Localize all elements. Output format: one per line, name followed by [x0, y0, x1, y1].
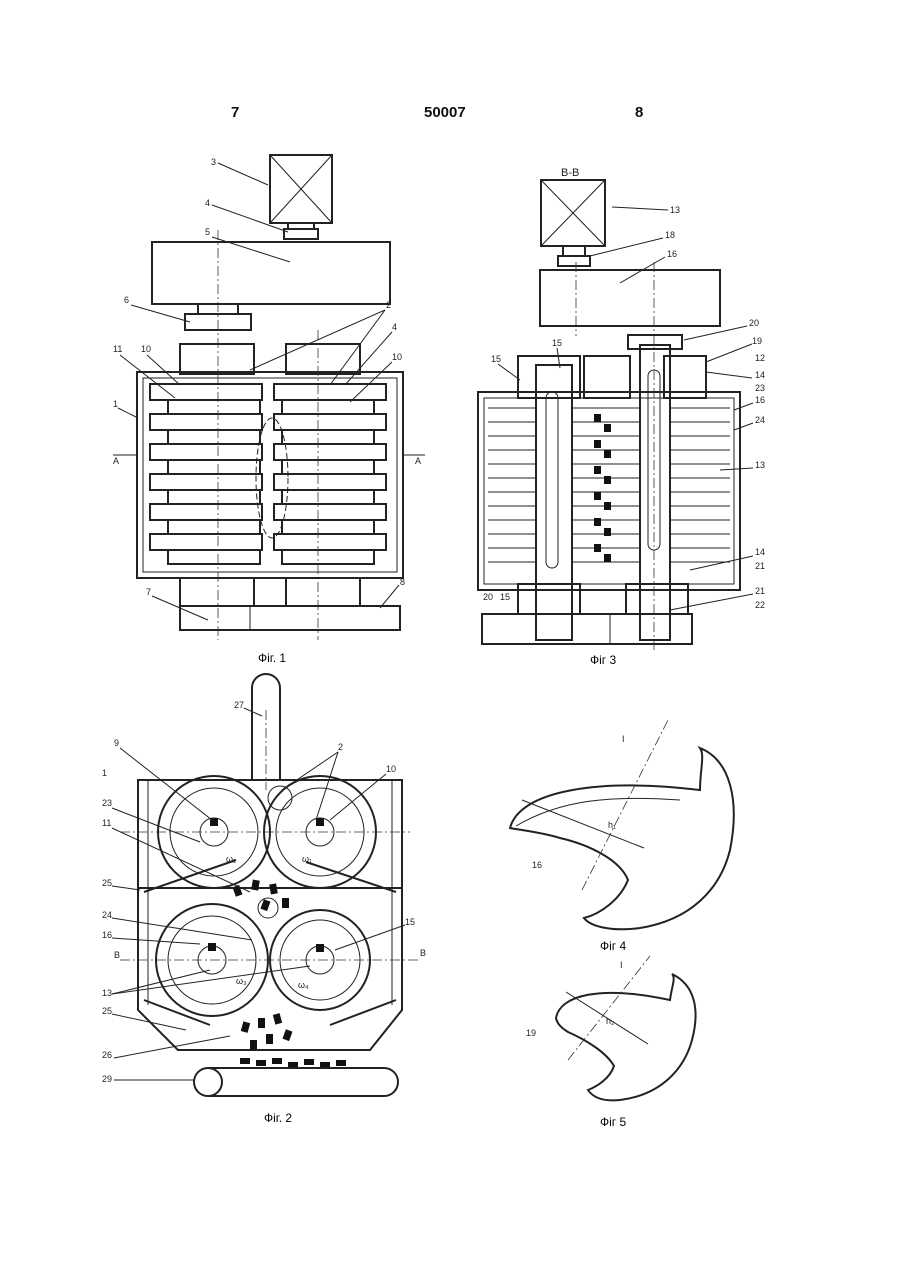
svg-text:19: 19 — [752, 336, 762, 346]
svg-text:26: 26 — [102, 1050, 112, 1060]
base-plate — [180, 606, 400, 630]
svg-text:A: A — [113, 456, 119, 466]
figure-2-caption: Фіг. 2 — [264, 1111, 292, 1125]
svg-text:19: 19 — [526, 1028, 536, 1038]
svg-text:13: 13 — [755, 460, 765, 470]
svg-text:I: I — [622, 734, 625, 744]
svg-text:4: 4 — [205, 198, 210, 208]
svg-text:27: 27 — [234, 700, 244, 710]
svg-text:23: 23 — [102, 798, 112, 808]
svg-text:15: 15 — [405, 917, 415, 927]
section-title: В-В — [561, 167, 579, 179]
svg-text:ω₄: ω₄ — [298, 980, 309, 990]
svg-text:25: 25 — [102, 1006, 112, 1016]
svg-text:9: 9 — [114, 738, 119, 748]
svg-text:2: 2 — [338, 742, 343, 752]
gearbox — [152, 242, 390, 304]
svg-text:ω₂: ω₂ — [226, 854, 237, 864]
svg-text:3: 3 — [211, 157, 216, 167]
figure-3-drawing: 13 18 16 20 19 12 14 23 16 24 13 14 21 2… — [478, 167, 765, 650]
svg-text:7: 7 — [146, 587, 151, 597]
figure-4-caption: Фіг 4 — [600, 939, 627, 953]
svg-text:B: B — [420, 948, 426, 958]
svg-text:6: 6 — [124, 295, 129, 305]
svg-text:16: 16 — [532, 860, 542, 870]
figure-1-caption: Фіг. 1 — [258, 651, 286, 665]
svg-text:21: 21 — [755, 586, 765, 596]
svg-text:11: 11 — [113, 344, 122, 354]
svg-text:20: 20 — [483, 592, 493, 602]
figure-4-drawing: I h₁ 16 — [510, 720, 734, 929]
svg-text:29: 29 — [102, 1074, 112, 1084]
svg-text:23: 23 — [755, 383, 765, 393]
figure-1-drawing: 3 4 5 6 2 11 10 4 10 1 A A 8 7 — [113, 155, 425, 640]
svg-text:15: 15 — [500, 592, 510, 602]
svg-text:25: 25 — [102, 878, 112, 888]
disc-stack-left — [150, 384, 262, 564]
svg-text:16: 16 — [102, 930, 112, 940]
svg-text:13: 13 — [670, 205, 680, 215]
coupling — [284, 229, 318, 239]
svg-text:22: 22 — [755, 600, 765, 610]
chips — [232, 880, 346, 1068]
svg-text:5: 5 — [205, 227, 210, 237]
svg-text:14: 14 — [755, 370, 765, 380]
svg-text:18: 18 — [665, 230, 675, 240]
svg-text:1: 1 — [113, 399, 118, 409]
figure-3-caption: Фіг 3 — [590, 653, 617, 667]
knife-profile-4 — [510, 748, 734, 929]
svg-text:1: 1 — [102, 768, 107, 778]
svg-text:ω₃: ω₃ — [236, 976, 247, 986]
svg-text:I: I — [620, 960, 623, 970]
figure-5-drawing: I h₂ 19 — [526, 956, 696, 1100]
shaft-left — [536, 365, 572, 640]
svg-text:ω₁: ω₁ — [302, 854, 312, 864]
svg-text:14: 14 — [755, 547, 765, 557]
svg-text:A: A — [415, 456, 421, 466]
gearbox-2 — [540, 270, 720, 326]
svg-text:15: 15 — [491, 354, 501, 364]
svg-text:11: 11 — [102, 818, 111, 828]
svg-text:2: 2 — [386, 300, 391, 310]
svg-text:12: 12 — [755, 353, 765, 363]
svg-text:4: 4 — [392, 322, 397, 332]
svg-text:24: 24 — [755, 415, 765, 425]
svg-text:10: 10 — [386, 764, 396, 774]
svg-text:h₁: h₁ — [608, 820, 616, 830]
svg-text:20: 20 — [749, 318, 759, 328]
svg-text:16: 16 — [667, 249, 677, 259]
shaft-right — [640, 345, 670, 640]
svg-text:B: B — [114, 950, 120, 960]
svg-text:13: 13 — [102, 988, 112, 998]
svg-text:15: 15 — [552, 338, 562, 348]
svg-text:h₂: h₂ — [606, 1016, 615, 1026]
figure-2-drawing: 27 9 2 10 1 23 11 ω₂ ω₁ 25 24 16 B 15 B … — [102, 674, 426, 1096]
figure-5-caption: Фіг 5 — [600, 1115, 627, 1129]
svg-text:10: 10 — [141, 344, 151, 354]
conveyor — [194, 1068, 398, 1096]
knife-profile-5 — [556, 974, 696, 1100]
svg-text:10: 10 — [392, 352, 402, 362]
svg-text:16: 16 — [755, 395, 765, 405]
svg-text:21: 21 — [755, 561, 765, 571]
svg-text:24: 24 — [102, 910, 112, 920]
disc-stack-right — [274, 384, 386, 564]
svg-text:8: 8 — [400, 577, 405, 587]
